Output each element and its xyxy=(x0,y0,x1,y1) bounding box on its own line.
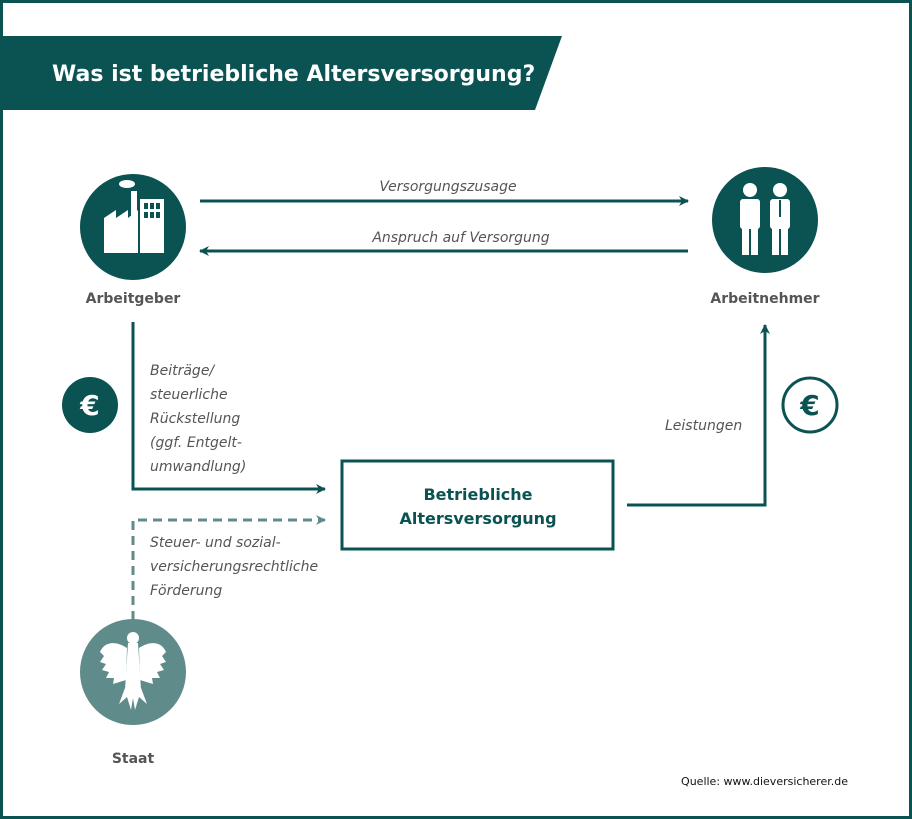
factory-icon xyxy=(104,180,164,253)
contributions-arrow xyxy=(131,322,326,494)
workers-icon xyxy=(740,183,790,255)
state-label: Staat xyxy=(112,751,155,767)
pension-box-line1: Betriebliche xyxy=(423,485,532,504)
employee-node: Arbeitnehmer xyxy=(710,167,820,307)
claim-label: Anspruch auf Versorgung xyxy=(371,230,549,246)
svg-text:Steuer- und sozial-: Steuer- und sozial- xyxy=(150,535,281,551)
subsidy-arrow xyxy=(131,515,326,620)
euro-icon-filled xyxy=(62,377,118,433)
employer-node: Arbeitgeber xyxy=(80,174,186,307)
pension-box-line2: Altersversorgung xyxy=(399,509,556,528)
contributions-label: Beiträge/ steuerliche Rückstellung (ggf.… xyxy=(150,363,246,475)
svg-text:umwandlung): umwandlung) xyxy=(150,459,246,475)
svg-text:versicherungsrechtliche: versicherungsrechtliche xyxy=(150,559,318,575)
source-text: Quelle: www.dieversicherer.de xyxy=(681,775,848,788)
euro-symbol-outline: € xyxy=(799,389,819,422)
benefits-arrow xyxy=(627,324,770,507)
svg-text:Rückstellung: Rückstellung xyxy=(150,411,240,427)
employee-label: Arbeitnehmer xyxy=(710,291,819,307)
page-title: Was ist betriebliche Altersversorgung? xyxy=(52,62,535,87)
svg-text:(ggf. Entgelt-: (ggf. Entgelt- xyxy=(150,435,242,451)
subsidy-label: Steuer- und sozial- versicherungsrechtli… xyxy=(150,535,318,599)
svg-text:steuerliche: steuerliche xyxy=(150,387,228,403)
euro-symbol: € xyxy=(79,389,99,422)
euro-icon-outline xyxy=(781,376,839,434)
commitment-label: Versorgungszusage xyxy=(379,179,516,195)
federal-eagle-icon xyxy=(100,632,166,710)
benefits-label: Leistungen xyxy=(665,418,742,434)
employer-label: Arbeitgeber xyxy=(86,291,181,307)
svg-text:Förderung: Förderung xyxy=(150,583,222,599)
pension-box xyxy=(340,459,615,551)
employee-circle xyxy=(712,167,818,273)
state-node: Staat xyxy=(80,619,186,767)
title-banner xyxy=(3,36,562,110)
svg-text:Beiträge/: Beiträge/ xyxy=(150,363,215,379)
